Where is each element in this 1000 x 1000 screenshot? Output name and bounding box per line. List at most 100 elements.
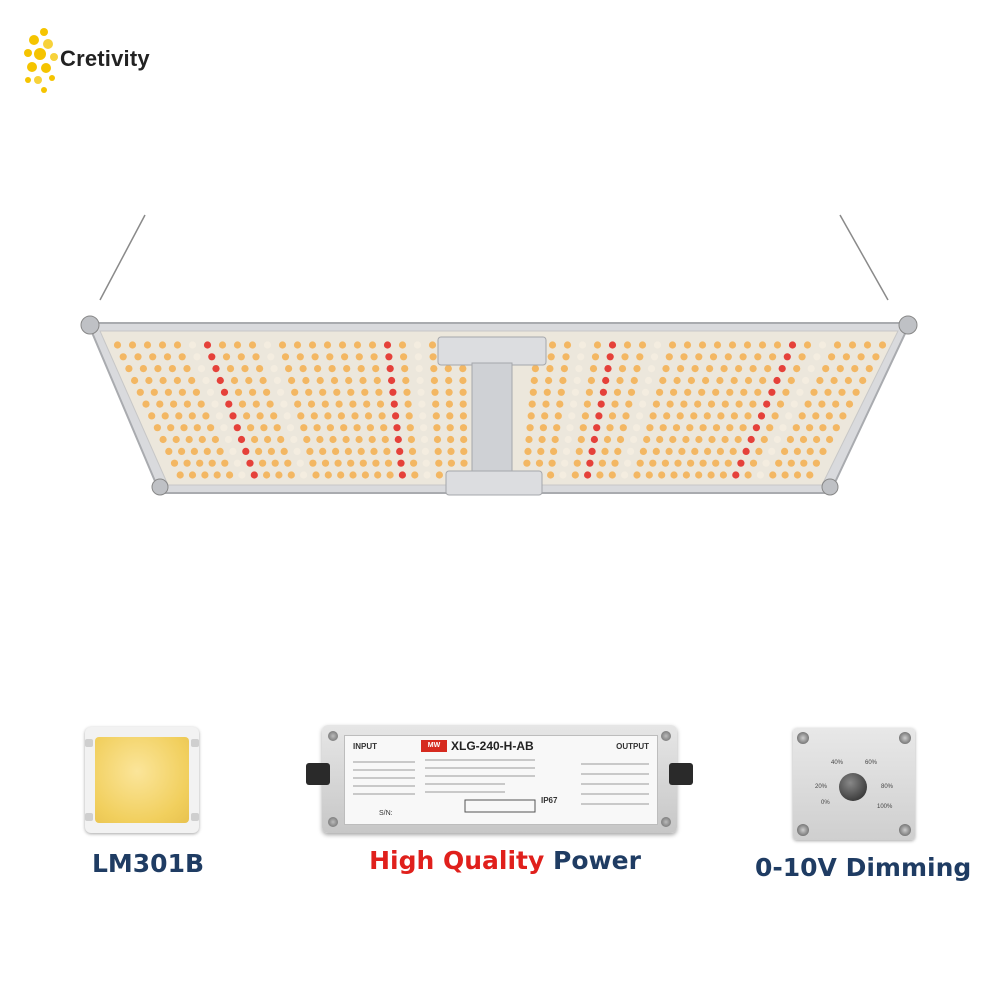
led-diode [429,353,437,361]
led-diode [340,424,348,432]
led-diode [573,376,581,385]
led-diode [353,341,362,349]
led-diode [636,459,644,467]
led-diode [564,435,572,444]
screw-icon [899,824,911,836]
led-diode [760,435,768,444]
led-diode [397,459,405,467]
led-diode [308,341,317,349]
led-diode [323,341,332,349]
led-diode [170,400,178,408]
led-diode [638,341,647,349]
led-diode [561,459,569,467]
led-diode [619,424,627,432]
led-diode [608,341,617,349]
led-diode [249,388,257,396]
led-diode [606,424,614,432]
screw-icon [328,817,338,827]
led-diode [296,353,304,361]
led-diode [806,424,814,432]
led-diode [796,388,804,396]
led-diode [680,353,688,361]
led-diode [749,459,758,467]
led-diode [773,341,782,349]
led-diode [216,376,224,385]
led-diode [575,447,583,455]
led-grid [113,341,887,479]
led-diode [347,459,355,467]
led-diode [674,459,682,467]
led-diode [459,376,467,385]
led-diode [684,388,692,396]
led-diode [349,471,357,479]
led-diode [326,353,334,361]
dimmer-mark: 60% [865,760,878,766]
led-diode [726,388,734,396]
led-diode [208,353,216,361]
led-diode [159,376,167,385]
led-diode [813,435,821,444]
led-diode [296,459,304,467]
led-diode [563,341,572,349]
led-diode [743,341,752,349]
led-diode [601,447,609,455]
led-diode [669,435,677,444]
led-diode [706,365,714,373]
led-diode [347,388,355,396]
led-diode [816,376,824,385]
led-diode [611,400,619,408]
screw-icon [661,817,671,827]
led-diode [708,435,716,444]
chip-pad [191,813,199,821]
led-diode [263,388,271,396]
led-diode [742,447,750,455]
led-diode [779,424,787,432]
led-diode [460,435,468,444]
led-diode [695,435,703,444]
led-diode [652,447,660,455]
led-diode [389,388,397,396]
led-diode [672,424,681,432]
led-diode [459,365,467,373]
led-diode [773,376,781,385]
led-diode [682,471,691,479]
led-diode [686,424,694,432]
led-diode [704,447,712,455]
led-diode [419,412,427,420]
led-diode [735,400,743,408]
led-diode [757,412,766,420]
led-diode [198,435,206,444]
led-diode [570,400,578,408]
led-diode [734,435,742,444]
led-diode [372,459,380,467]
led-diode [344,447,352,455]
driver-output-label: OUTPUT [616,742,649,751]
led-diode [845,400,854,408]
led-diode [403,388,411,396]
led-diode [290,435,298,444]
led-diode [430,365,438,373]
led-diode [608,471,616,479]
led-diode [581,412,590,420]
led-diode [459,412,467,420]
led-diode [559,376,567,385]
led-diode [183,365,191,373]
led-diode [709,353,718,361]
led-diode [717,412,725,420]
led-diode [411,471,419,479]
led-diode [749,365,757,373]
brand-name: Cretivity [60,46,150,71]
led-diode [246,459,254,467]
led-diode [595,412,603,420]
led-diode [370,353,378,361]
led-diode [398,471,406,479]
led-diode [259,459,267,467]
led-diode [203,341,212,349]
led-diode [220,424,228,432]
led-diode [857,353,865,361]
led-diode [756,471,765,479]
led-diode [625,400,633,408]
led-diode [526,424,534,432]
led-diode [608,412,617,420]
led-diode [744,412,752,420]
